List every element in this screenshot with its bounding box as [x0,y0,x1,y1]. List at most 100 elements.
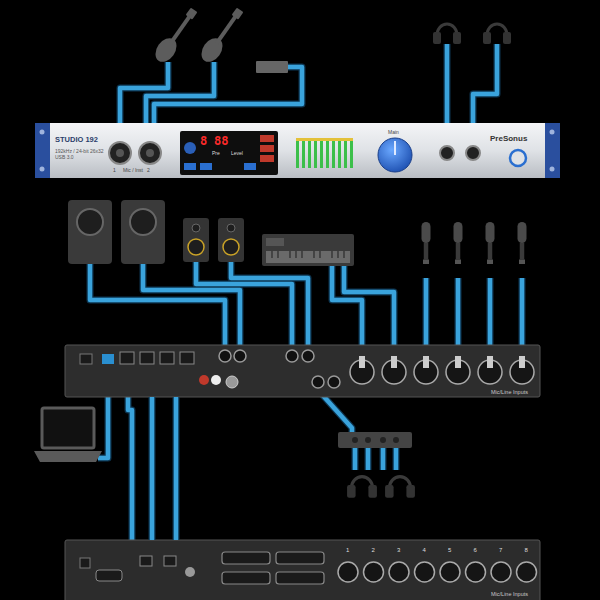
control-label: Pre [212,151,220,156]
cable-outline [173,397,180,540]
rear-panel-part [211,375,221,385]
rear-panel-part-part [455,356,461,368]
studio-monitor-part [183,218,209,262]
rear-panel-part [65,345,540,397]
front-panel-part [184,142,196,154]
front-panel-part-part [338,138,341,168]
front-panel-part [146,149,154,157]
laptop-icon [34,408,102,462]
headphone-amp-part [393,437,399,443]
cable [90,44,522,542]
front-panel-part-part [308,138,311,168]
front-panel-part-part [344,138,347,168]
jack-number: 2 [147,168,150,173]
rear-panel-part [286,350,298,362]
keyboard-icon-part-part [337,251,338,258]
keyboard-icon-part-part [319,251,320,258]
brand-logo: PreSonus [490,135,527,143]
front-panel-part [296,138,353,168]
keyboard-icon-part [266,238,284,246]
rear-panel-part [160,352,174,364]
rear-panel-part [80,354,92,364]
effects-unit [256,61,288,73]
front-panel-part-part [320,138,323,168]
headphone-amp-part [338,432,412,448]
expansion-unit-part [96,570,122,581]
cable-connector [174,397,179,540]
front-panel-part [109,142,131,164]
rear-panel-part [359,356,525,368]
studio-monitor-part [68,200,112,264]
expansion-unit-box: Mic/Line Inputs [65,540,540,600]
front-panel-part [35,123,50,178]
expansion-unit-part-part [440,562,460,582]
expansion-unit-part-part [222,572,270,584]
expansion-unit-part-part [517,562,537,582]
front-panel-part [184,163,196,170]
front-panel-part-part [326,138,329,168]
studio-monitor-part [192,224,200,232]
expansion-unit-part-part [415,562,435,582]
rear-panel-part-part [487,356,493,368]
microphone-icon [422,222,431,264]
rear-panel-part-part [391,356,397,368]
front-panel-part-part [296,138,299,168]
microphone-icon [486,222,495,264]
guitar-icon-part-part [232,8,244,20]
studio-monitor-part [223,239,239,255]
front-panel-part [394,141,396,155]
headphone-amp [338,432,412,448]
headphone-amp-part [365,437,371,443]
microphone-icon [518,222,527,264]
headphones-icon [347,477,377,498]
front-panel-part-part [314,138,317,168]
front-panel-part [260,155,274,162]
rear-panel-part-part [359,356,365,368]
expansion-unit-part-part [338,562,358,582]
cable-outline [149,397,156,540]
rear-panel-part [302,350,314,362]
expansion-unit-part-part [389,562,409,582]
expansion-unit-part [65,540,540,600]
studio-monitor-part [188,239,204,255]
front-panel-part [116,149,124,157]
channel-number: 8 [525,547,528,553]
front-panel-part-part [302,138,305,168]
expansion-unit-part [164,556,176,566]
jack-label: Mic / Inst [123,168,143,173]
expansion-unit-part-part [276,572,324,584]
expansion-unit [65,540,540,600]
keyboard-icon-part-part [277,251,278,258]
front-panel-part [466,146,480,160]
cable-outline [90,44,522,542]
led-digit: 88 [214,135,228,147]
expansion-unit-part [185,567,195,577]
guitar-icon-part-part [215,14,238,44]
expansion-unit-part [338,562,537,582]
front-panel-part [510,150,526,166]
guitar-icon-part-part [186,8,198,20]
headphone-amp-part [352,437,358,443]
rear-panel-part [219,350,231,362]
guitar-icon [151,5,247,66]
front-panel-part-part [296,138,353,141]
knob-label: Main [388,130,399,135]
front-panel-part [296,138,353,141]
expansion-unit-part [140,556,152,566]
rear-panel-part [120,352,134,364]
rear-panel-part [140,352,154,364]
expansion-unit-part-part [276,552,324,564]
expansion-unit-part-part [491,562,511,582]
keyboard-icon-part-part [343,251,344,258]
expansion-unit-part [222,552,324,584]
channel-number: 5 [448,547,451,553]
headphones-icon [483,24,511,44]
studio-monitor-part [121,200,165,264]
studio-monitor [68,200,244,264]
channel-number: 1 [346,547,349,553]
rear-panel-part [312,376,324,388]
front-panel-part [550,130,555,135]
studio-monitor-part [130,209,156,235]
